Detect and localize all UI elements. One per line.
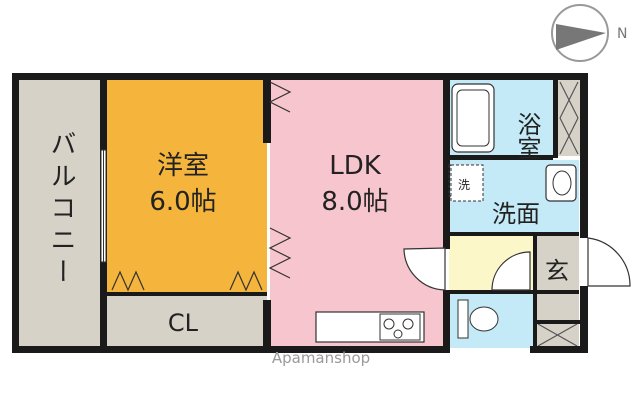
closet-label: CL <box>168 309 199 337</box>
closet-area <box>107 296 267 348</box>
washroom-label: 洗面 <box>492 200 540 228</box>
ldk-area <box>270 80 445 348</box>
bath-label: 浴室 <box>513 112 541 160</box>
entrance-door <box>587 237 631 287</box>
ldk-name: LDK <box>329 151 382 181</box>
washer-space <box>450 164 484 202</box>
watermark: Apamanshop <box>272 349 370 367</box>
shaft-hatch <box>537 81 579 347</box>
toilet-door <box>491 251 531 291</box>
bathtub <box>451 83 495 153</box>
washer-label: 洗 <box>458 178 470 192</box>
kitchen-counter <box>315 311 425 343</box>
western-room-size: 6.0帖 <box>149 187 216 217</box>
ldk-door <box>403 247 446 291</box>
shaft-area <box>558 80 580 156</box>
ldk-folding-doors <box>268 81 292 279</box>
compass: N <box>551 4 627 62</box>
door-swings <box>403 164 631 291</box>
compass-needle <box>556 24 606 50</box>
balcony-label: バルコニー <box>46 130 76 290</box>
ldk-size: 8.0帖 <box>321 187 388 217</box>
entrance-label: 玄 <box>545 257 569 285</box>
balcony-window <box>100 149 107 263</box>
compass-north-label: N <box>617 26 627 42</box>
closet-doors <box>111 270 263 292</box>
western-room-name: 洋室 <box>157 151 209 181</box>
balcony-area <box>18 80 101 348</box>
western-room-area <box>107 80 267 292</box>
entrance-area <box>536 236 579 290</box>
toilet <box>457 299 499 339</box>
stove <box>379 313 421 341</box>
